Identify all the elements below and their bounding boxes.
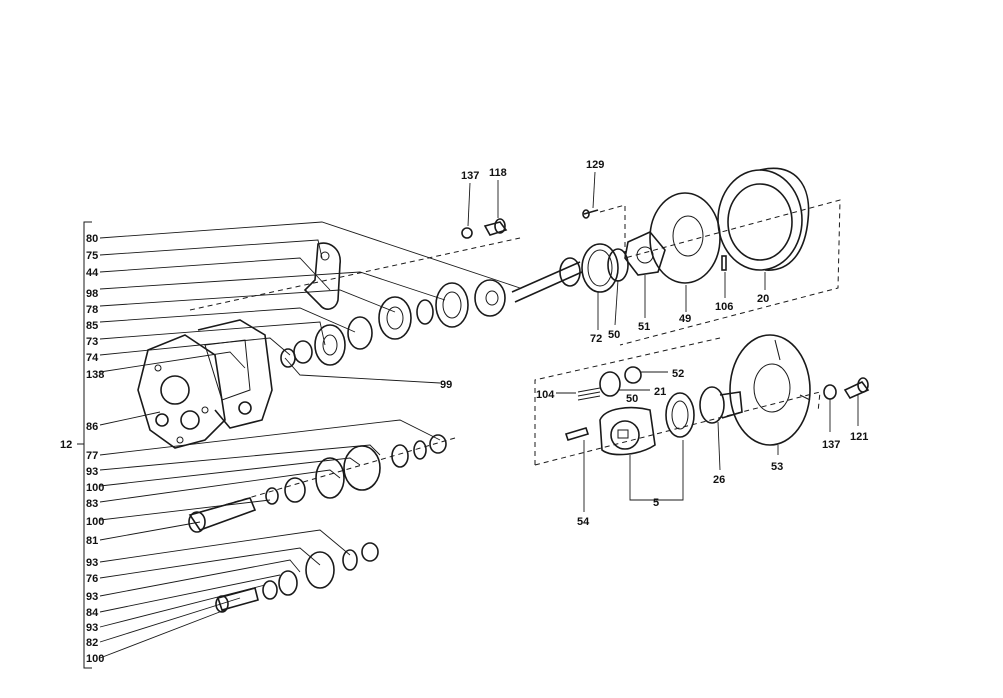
label-21: 21 <box>654 386 666 398</box>
left-label: 77 <box>86 450 98 462</box>
pin-54 <box>564 427 590 441</box>
bracket-5 <box>629 440 684 501</box>
left-label: 100 <box>86 482 104 494</box>
springs-104 <box>577 387 601 401</box>
left-label: 76 <box>86 573 98 585</box>
gear-21 <box>599 371 621 397</box>
left-label-column: 80 75 44 98 78 85 73 74 138 86 77 93 100 83 100 81 93 76 9… <box>86 233 104 665</box>
left-label: 82 <box>86 637 98 649</box>
left-label: 100 <box>86 516 104 528</box>
left-label: 93 <box>86 622 98 634</box>
left-label: 85 <box>86 320 98 332</box>
label-118: 118 <box>489 167 507 179</box>
label-72: 72 <box>590 333 602 345</box>
left-label: 84 <box>86 607 99 619</box>
left-label: 98 <box>86 288 98 300</box>
label-106: 106 <box>715 301 733 313</box>
left-label: 75 <box>86 250 98 262</box>
upper-shaft-assembly <box>189 237 583 368</box>
lower-shaft-1 <box>188 434 456 533</box>
washer-137b <box>823 384 837 400</box>
group-label: 12 <box>60 439 72 451</box>
label-137b: 137 <box>822 439 840 451</box>
washer-52 <box>624 366 642 384</box>
left-label: 93 <box>86 557 98 569</box>
label-50b: 50 <box>626 393 638 405</box>
label-53: 53 <box>771 461 783 473</box>
disc-49 <box>649 192 721 284</box>
left-label: 93 <box>86 591 98 603</box>
left-label: 138 <box>86 369 104 381</box>
left-label: 80 <box>86 233 98 245</box>
bolt-121 <box>843 377 870 400</box>
left-label: 93 <box>86 466 98 478</box>
label-121: 121 <box>850 431 868 443</box>
rings-72-50 <box>581 243 629 293</box>
label-54: 54 <box>577 516 590 528</box>
gearbox-housing <box>137 319 273 449</box>
label-52: 52 <box>672 368 684 380</box>
left-label: 44 <box>86 267 99 279</box>
label-99: 99 <box>440 379 452 391</box>
left-bracket <box>77 221 92 669</box>
coupling-5 <box>599 392 695 456</box>
left-label: 78 <box>86 304 98 316</box>
shift-fork <box>303 242 341 310</box>
label-5: 5 <box>653 497 659 509</box>
bolt-118 <box>461 218 508 239</box>
label-20: 20 <box>757 293 769 305</box>
label-26: 26 <box>713 474 725 486</box>
left-label: 86 <box>86 421 98 433</box>
disc-53 <box>729 334 811 446</box>
pin-106 <box>721 255 727 271</box>
left-label: 83 <box>86 498 98 510</box>
ring-gear-20 <box>717 167 810 271</box>
bolt-129 <box>582 209 599 219</box>
left-label: 74 <box>86 352 99 364</box>
label-51: 51 <box>638 321 650 333</box>
left-label: 73 <box>86 336 98 348</box>
lower-shaft-2 <box>215 542 379 613</box>
lower-assembly-outline <box>534 337 821 466</box>
upper-assembly-outline <box>599 199 841 346</box>
label-104: 104 <box>536 389 555 401</box>
label-49: 49 <box>679 313 691 325</box>
left-label: 100 <box>86 653 104 665</box>
label-137a: 137 <box>461 170 479 182</box>
label-50a: 50 <box>608 329 620 341</box>
label-129: 129 <box>586 159 604 171</box>
left-label: 81 <box>86 535 98 547</box>
